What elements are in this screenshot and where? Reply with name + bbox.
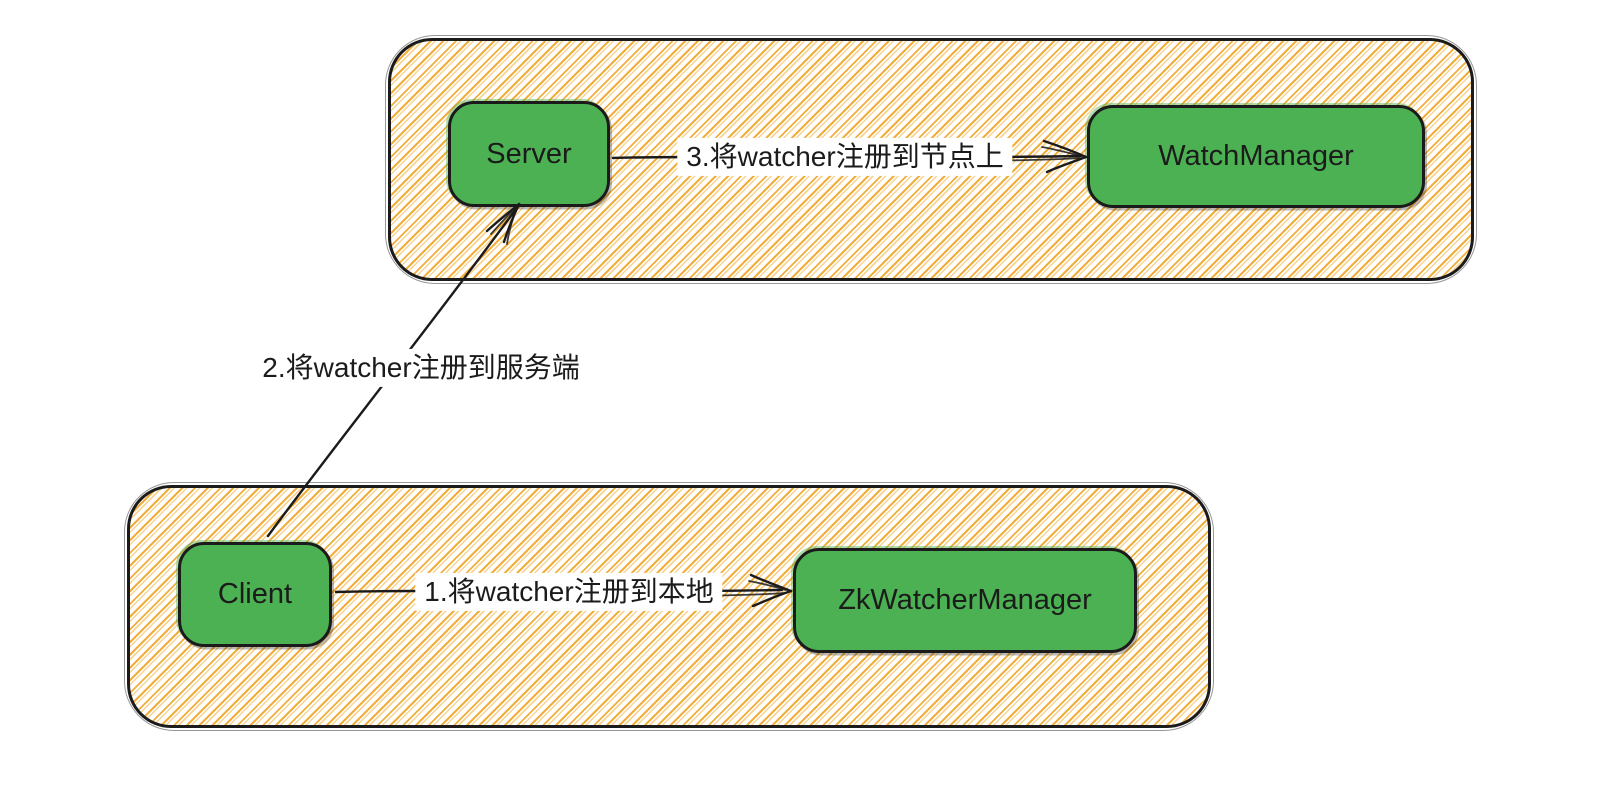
node-server-label: Server: [486, 137, 572, 170]
node-zk-watcher-manager-label: ZkWatcherManager: [838, 584, 1092, 616]
node-client: Client: [178, 542, 332, 647]
node-watch-manager-label: WatchManager: [1158, 140, 1354, 172]
node-server: Server: [448, 101, 610, 207]
node-watch-manager: WatchManager: [1087, 105, 1425, 208]
edge-label-register-local: 1.将watcher注册到本地: [415, 572, 723, 612]
edge-label-register-node: 3.将watcher注册到节点上: [677, 137, 1013, 177]
edge-label-register-server: 2.将watcher注册到服务端: [253, 348, 589, 388]
node-zk-watcher-manager: ZkWatcherManager: [793, 548, 1137, 653]
node-client-label: Client: [217, 578, 293, 610]
